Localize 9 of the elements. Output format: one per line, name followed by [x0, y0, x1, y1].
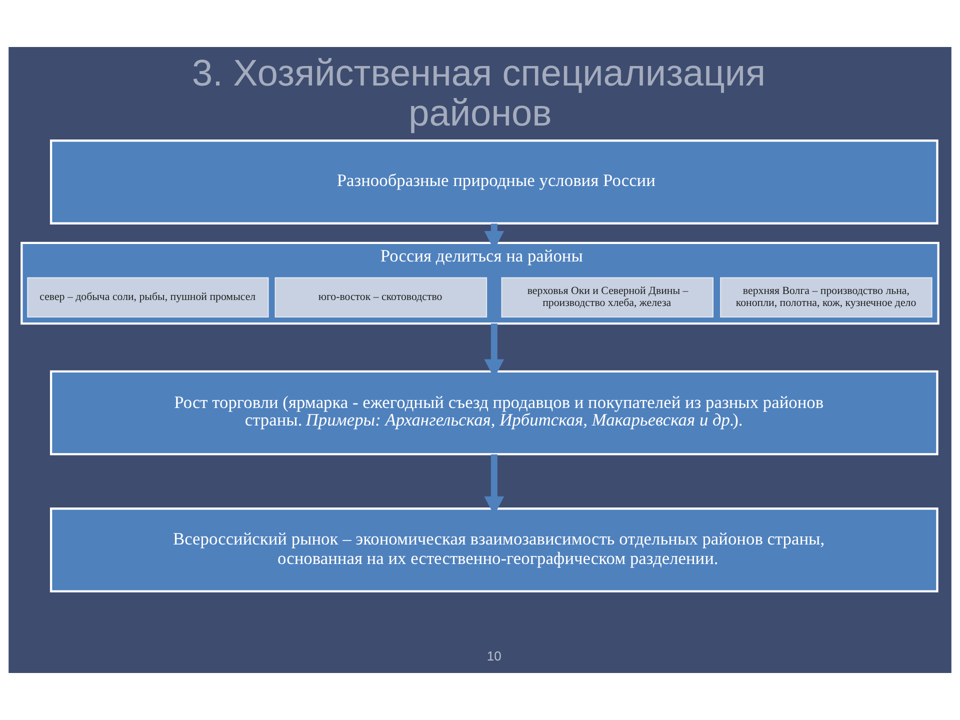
node-box: Всероссийский рынок – экономическая взаимозависимость отдельных районов страны, основанная на их естественно-географическом разделении. [50, 508, 938, 592]
node-box: север – добыча соли, рыбы, пушной промысел [27, 277, 269, 318]
node-box: Рост торговли (ярмарка - ежегодный съезд продавцов и покупателей из разных районов страны. Примеры: Архангельская, Ирбитская, Макарьевская и др.). [50, 370, 938, 456]
node-box: юго-восток – скотоводство [274, 277, 488, 318]
node-box: верховья Оки и Северной Двины – производство хлеба, железа [501, 277, 714, 318]
diagram-title: 3. Хозяйственная специализация районов [192, 51, 766, 134]
label: 10 [486, 648, 502, 664]
node-box: Разнообразные природные условия России [50, 140, 938, 224]
node-box: верхняя Волга – производство льна, конопли, полотна, кож, кузнечное дело [720, 277, 932, 318]
